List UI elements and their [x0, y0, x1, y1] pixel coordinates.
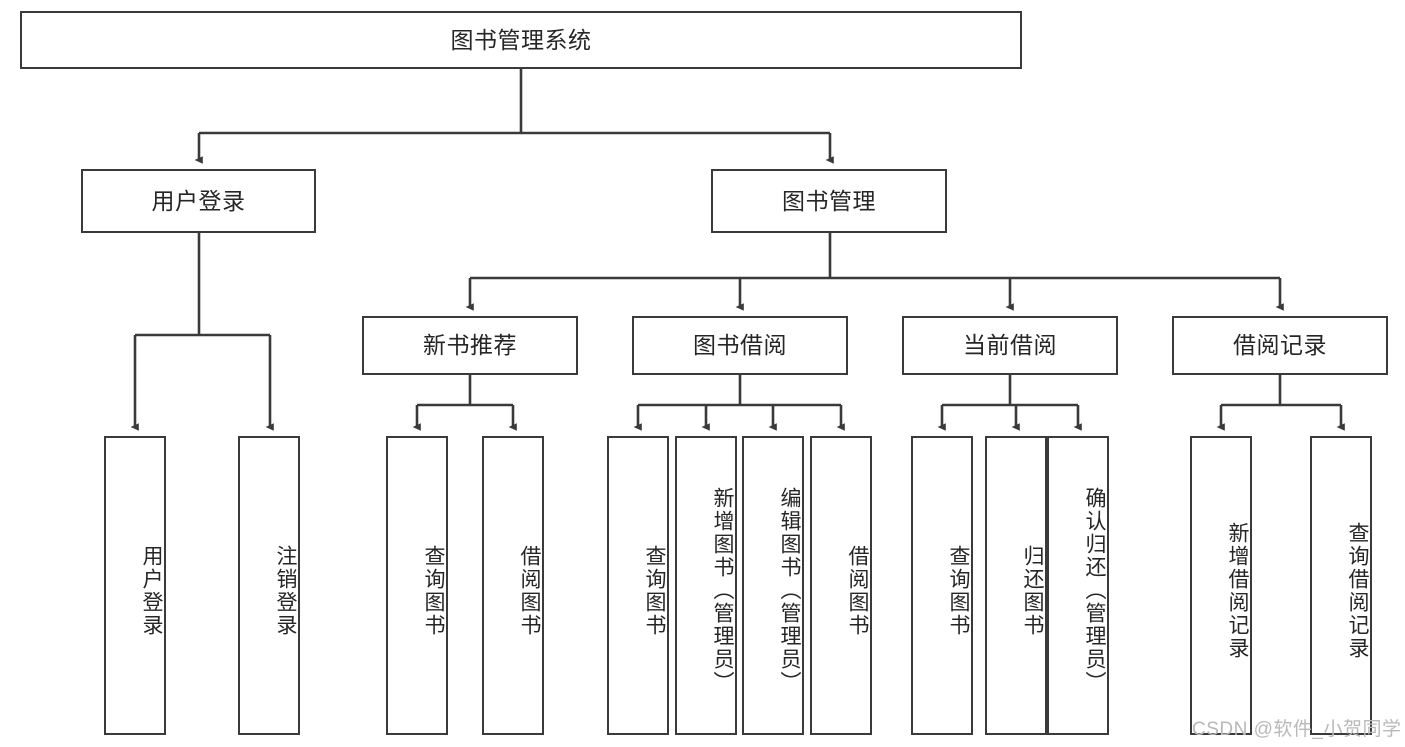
node-borrow-record[interactable]: 借阅记录 — [1172, 316, 1388, 375]
node-book-borrow-label: 图书借阅 — [693, 332, 787, 359]
node-current-borrow-label: 当前借阅 — [963, 332, 1057, 359]
leaf-borrow-book-rec-label: 借阅图书 — [518, 544, 541, 637]
node-user-login[interactable]: 用户登录 — [81, 169, 316, 233]
leaf-add-book-label: 新增图书（管理员） — [711, 487, 734, 694]
node-book-borrow[interactable]: 图书借阅 — [632, 316, 848, 375]
leaf-query-borrow-record[interactable]: 查询借阅记录 — [1310, 436, 1372, 735]
leaf-return-book-label: 归还图书 — [1021, 544, 1044, 637]
node-new-book-recommend-label: 新书推荐 — [423, 332, 517, 359]
csdn-watermark: CSDN @软件_小贺同学 — [1192, 719, 1402, 740]
node-book-manage[interactable]: 图书管理 — [711, 169, 947, 233]
leaf-add-book[interactable]: 新增图书（管理员） — [675, 436, 737, 735]
leaf-query-book-borrow-label: 查询图书 — [643, 544, 666, 637]
leaf-borrow-book[interactable]: 借阅图书 — [810, 436, 872, 735]
leaf-query-book-current-label: 查询图书 — [947, 544, 970, 637]
node-borrow-record-label: 借阅记录 — [1233, 332, 1327, 359]
leaf-query-borrow-record-label: 查询借阅记录 — [1346, 521, 1369, 660]
leaf-user-login[interactable]: 用户登录 — [104, 436, 166, 735]
node-root[interactable]: 图书管理系统 — [20, 11, 1022, 69]
leaf-borrow-book-label: 借阅图书 — [846, 544, 869, 637]
leaf-query-book-rec[interactable]: 查询图书 — [386, 436, 448, 735]
node-current-borrow[interactable]: 当前借阅 — [902, 316, 1118, 375]
node-new-book-recommend[interactable]: 新书推荐 — [362, 316, 578, 375]
node-book-manage-label: 图书管理 — [782, 187, 876, 214]
leaf-logout-login-label: 注销登录 — [274, 544, 297, 637]
leaf-add-borrow-record-label: 新增借阅记录 — [1226, 521, 1249, 660]
leaf-borrow-book-rec[interactable]: 借阅图书 — [482, 436, 544, 735]
leaf-return-book[interactable]: 归还图书 — [985, 436, 1047, 735]
leaf-edit-book[interactable]: 编辑图书（管理员） — [742, 436, 804, 735]
leaf-add-borrow-record[interactable]: 新增借阅记录 — [1190, 436, 1252, 735]
leaf-query-book-rec-label: 查询图书 — [422, 544, 445, 637]
leaf-confirm-return-label: 确认归还（管理员） — [1083, 487, 1106, 694]
leaf-user-login-label: 用户登录 — [140, 544, 163, 637]
leaf-query-book-borrow[interactable]: 查询图书 — [607, 436, 669, 735]
leaf-edit-book-label: 编辑图书（管理员） — [778, 487, 801, 694]
leaf-confirm-return[interactable]: 确认归还（管理员） — [1047, 436, 1109, 735]
node-user-login-label: 用户登录 — [151, 187, 246, 214]
node-root-label: 图书管理系统 — [450, 26, 592, 53]
leaf-query-book-current[interactable]: 查询图书 — [911, 436, 973, 735]
leaf-logout-login[interactable]: 注销登录 — [238, 436, 300, 735]
